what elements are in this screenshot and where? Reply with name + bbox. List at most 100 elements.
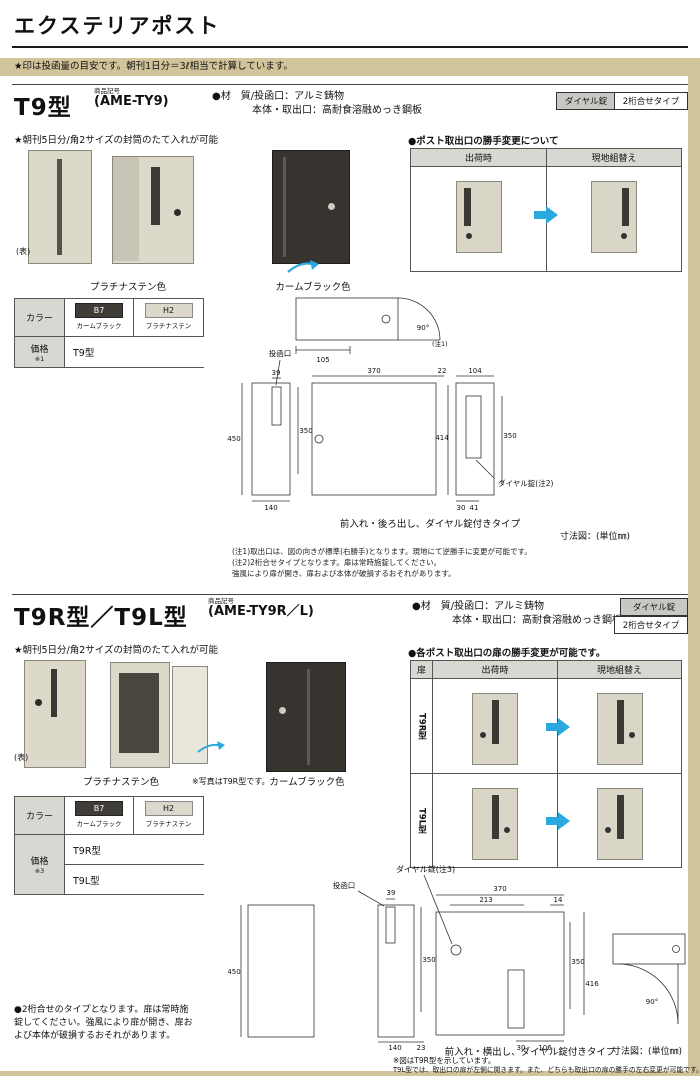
dim-350-right: 350 <box>503 432 516 440</box>
unit-note-t9: 寸法図：(単位㎜) <box>560 532 631 542</box>
dim-414: 414 <box>435 434 449 442</box>
dim-350-left: 350 <box>422 956 435 964</box>
product-code: (AME-TY9) <box>94 94 169 109</box>
dim-140: 140 <box>388 1044 401 1052</box>
dial-knob <box>628 732 635 738</box>
handing-arrow-icon <box>546 812 570 830</box>
dim-140: 140 <box>264 504 277 512</box>
page-title: エクステリアポスト <box>14 14 221 38</box>
price-row-t9r: T9R型 <box>65 835 211 864</box>
dial-knob <box>504 827 510 833</box>
handing-arrow-icon <box>546 718 570 736</box>
door-edge <box>307 669 310 765</box>
dim-104: 104 <box>468 367 482 375</box>
dial-knob <box>480 732 486 738</box>
dim-14: 14 <box>554 896 563 904</box>
material-info-t9: ●材 質/投函口：アルミ鋳物 本体・取出口：高耐食溶融めっき鋼板 <box>212 90 422 118</box>
product-photo-t9r-platinum-front <box>24 660 86 768</box>
mail-slot <box>616 795 624 839</box>
price-header: 価格 ※3 <box>15 835 64 894</box>
handing-t9r-ship <box>433 679 557 773</box>
handing-arrow-icon <box>534 206 558 224</box>
right-edge-strip <box>688 58 700 1076</box>
swatch-h2: H2 <box>144 303 193 318</box>
dial-knob <box>604 827 611 833</box>
front-view-label: (表) <box>16 247 31 256</box>
swatch-cell-b7: B7 カームブラック <box>65 797 133 834</box>
door-seam <box>57 159 62 255</box>
dim-41: 41 <box>470 504 479 512</box>
handing-header-site: 現地組替え <box>547 149 681 166</box>
dial-knob <box>621 233 627 239</box>
dim-39: 39 <box>272 369 281 377</box>
tag-2digit: 2桁合せタイプ <box>614 616 688 634</box>
bottom-left-note: ●2桁合せのタイプとなります。扉は常時施錠してください。強風により扉が開き、扉お… <box>14 1005 193 1041</box>
handing-panel-t9rl: 扉 出荷時 現地組替え T9R型 T9L型 <box>410 660 682 868</box>
material-info-t9rl: ●材 質/投函口：アルミ鋳物 本体・取出口：高耐食溶融めっき鋼板 <box>412 600 622 628</box>
dial-lock-label-t9rl: ダイヤル錠(注3) <box>396 865 456 874</box>
dim-370: 370 <box>367 367 380 375</box>
footnote-2: (注2)2桁合せタイプとなります。扉は常時施錠してください。 <box>232 558 441 567</box>
handing-t9r-site <box>558 679 681 773</box>
price-row-t9l: T9L型 <box>65 865 211 894</box>
volume-note: ★印は投函量の目安です。朝刊1日分＝3ℓ相当で計算しています。 <box>14 61 293 72</box>
mail-slot <box>492 795 499 839</box>
color-label-black: カームブラック色 <box>269 777 345 788</box>
door-swing-arrow-icon <box>287 260 319 273</box>
mail-slot <box>463 188 471 226</box>
price-note: ※1 <box>34 354 45 363</box>
handing-row-t9l: T9L型 <box>411 774 432 867</box>
handing-image-site <box>547 167 681 271</box>
note-band: ★印は投函量の目安です。朝刊1日分＝3ℓ相当で計算しています。 <box>0 58 700 76</box>
footnote-3: 強風により扉が開き、扉および本体が破損するおそれがあります。 <box>232 569 456 578</box>
handing-image-ship <box>411 167 546 271</box>
dim-39: 39 <box>387 889 396 897</box>
swatch-cell-h2: H2 プラチナステン <box>134 797 203 834</box>
slot-label: 投函口 <box>269 348 292 358</box>
dim-22: 22 <box>438 367 447 375</box>
dial-knob <box>465 233 472 239</box>
front-view-label: (表) <box>14 753 29 762</box>
dim-450: 450 <box>228 968 241 976</box>
drawing-caption-t9rl: 前入れ・横出し、ダイヤル錠付きタイプ <box>444 1047 616 1058</box>
product-photo-t9-platinum-angle <box>112 156 194 264</box>
tag-dial-lock: ダイヤル錠 <box>556 92 616 110</box>
product-photo-t9r-open <box>110 662 214 768</box>
model-name-t9: T9型 <box>14 95 72 121</box>
mailbox-mini <box>455 181 502 253</box>
dim-213: 213 <box>479 896 492 904</box>
handing-title-t9: ●ポスト取出口の勝手変更について <box>408 136 559 147</box>
unit-note-t9rl: 寸法図：(単位㎜) <box>612 1047 683 1057</box>
side-face <box>113 157 139 261</box>
bottom-right-note-1: ※図はT9R型を示しています。 <box>393 1056 496 1065</box>
section1-rule <box>12 84 688 85</box>
price-note: ※3 <box>34 867 45 875</box>
swatch-h2-name: プラチナステン <box>145 820 192 828</box>
price-label: 価格 <box>30 344 49 355</box>
swatch-b7: B7 <box>75 303 123 318</box>
mail-slot <box>492 700 499 744</box>
dim-23: 23 <box>417 1044 426 1052</box>
mailbox-mini <box>472 788 518 860</box>
photo-model-note: ※写真はT9R型です。 <box>192 777 270 786</box>
handing-t9l-ship <box>433 774 557 867</box>
color-label-platinum: プラチナステン色 <box>82 777 159 788</box>
material-line2: 本体・取出口：高耐食溶融めっき鋼板 <box>452 615 622 626</box>
swatch-h2: H2 <box>144 801 193 816</box>
slot-label: 投函口 <box>333 880 356 890</box>
title-rule <box>12 46 688 48</box>
material-line2: 本体・取出口：高耐食溶融めっき鋼板 <box>252 105 422 116</box>
dial-knob <box>174 209 181 216</box>
note1-ref: (注1) <box>432 339 448 348</box>
price-header: 価格 ※1 <box>15 337 64 367</box>
dim-350-right: 350 <box>571 958 584 966</box>
mail-slot <box>616 700 624 744</box>
dim-106: 106 <box>538 1044 552 1052</box>
bottom-edge-strip <box>0 1071 700 1076</box>
product-photo-t9-platinum-front <box>28 150 92 264</box>
color-label-black: カームブラック色 <box>275 282 351 293</box>
t9-dimension-drawing: 105 90° (注1) 投函口 39 450 350 140 370 22 1… <box>227 297 553 512</box>
color-header: カラー <box>15 299 64 336</box>
mail-slot <box>622 188 629 226</box>
